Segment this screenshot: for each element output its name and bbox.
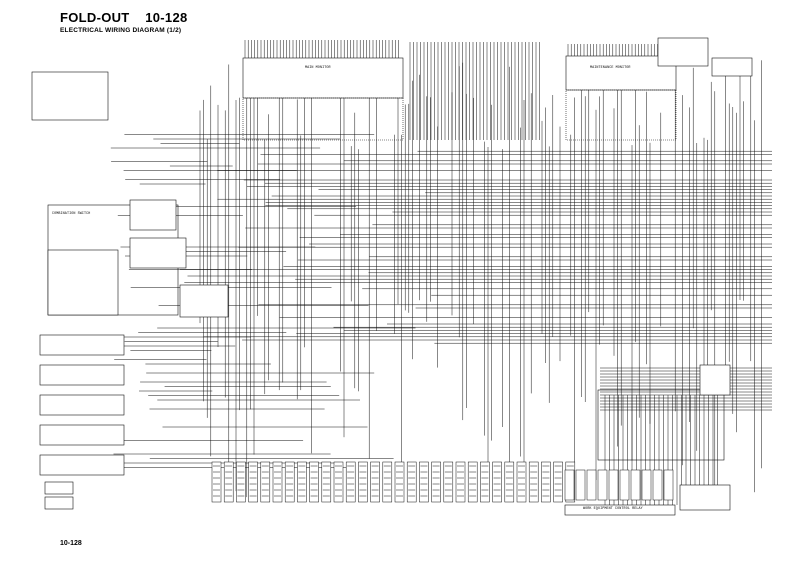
connector-block — [480, 461, 490, 503]
connector-block — [284, 461, 295, 503]
right-bottom-box — [679, 484, 731, 511]
connector-block — [370, 461, 380, 503]
connector-block — [419, 461, 429, 503]
connector-block — [321, 461, 332, 503]
connector-block — [223, 461, 234, 503]
main-monitor-label: MAIN MONITOR — [305, 66, 331, 70]
connector-block — [260, 461, 271, 503]
connector-block — [467, 461, 478, 503]
connector-block — [272, 461, 283, 503]
connector-block — [382, 461, 393, 503]
page-header: FOLD-OUT 10-128 ELECTRICAL WIRING DIAGRA… — [60, 10, 188, 34]
starting-switch-box — [47, 249, 119, 316]
foldout-label: FOLD-OUT — [60, 10, 130, 25]
switch-box-4 — [39, 424, 125, 446]
connector-block — [443, 461, 454, 503]
maintenance-monitor-label: MAINTENANCE MONITOR — [590, 66, 631, 70]
connection-table-box — [31, 71, 109, 121]
component-layer — [31, 37, 753, 516]
main-monitor-box — [242, 57, 404, 99]
page-title: FOLD-OUT 10-128 — [60, 10, 188, 25]
connector-block — [309, 461, 319, 503]
relay-block — [641, 469, 652, 501]
connector-block — [516, 461, 527, 503]
relay-block — [652, 469, 663, 501]
lower-right-frame — [597, 389, 725, 461]
connector-block — [236, 461, 246, 503]
connector-block — [455, 461, 466, 503]
connector-block — [431, 461, 441, 503]
relay-box — [179, 284, 229, 318]
connector-block — [297, 461, 307, 503]
relay-block — [597, 469, 608, 501]
horn-2 — [44, 496, 74, 510]
connector-block — [333, 461, 344, 503]
fuse-box-2 — [129, 237, 187, 269]
maintenance-monitor-connectors — [565, 89, 677, 141]
switch-box-1 — [39, 334, 125, 356]
relay-block — [608, 469, 619, 501]
connector-block — [358, 461, 368, 503]
combination-switch-label: COMBINATION SWITCH — [52, 212, 91, 216]
bottom-connector-row — [211, 461, 674, 503]
relay-block — [619, 469, 630, 501]
connector-block — [553, 461, 563, 503]
relay-block — [630, 469, 641, 501]
work-equipment-relay-label: WORK EQUIPMENT CONTROL RELAY — [583, 507, 643, 511]
page-code: 10-128 — [145, 10, 188, 25]
wire-layer — [110, 40, 772, 505]
switch-box-5 — [39, 454, 125, 476]
diagram-subtitle: ELECTRICAL WIRING DIAGRAM (1/2) — [60, 27, 182, 34]
relay-block — [564, 469, 575, 501]
fuse-box-1 — [129, 199, 177, 231]
connector-block — [394, 461, 405, 503]
buzzer-box — [711, 57, 753, 77]
page-footer-code: 10-128 — [60, 540, 82, 547]
right-relay-stack — [699, 364, 731, 396]
connector-block — [541, 461, 551, 503]
horn-1 — [44, 481, 74, 495]
connector-block — [492, 461, 502, 503]
connector-block — [406, 461, 417, 503]
work-equipment-relay-bar — [564, 504, 676, 516]
maintenance-monitor-box — [565, 55, 677, 91]
main-monitor-connectors — [242, 97, 404, 141]
switch-box-3 — [39, 394, 125, 416]
connector-block — [528, 461, 539, 503]
connector-block — [345, 461, 356, 503]
connector-block — [504, 461, 515, 503]
top-right-controller — [657, 37, 709, 67]
switch-box-2 — [39, 364, 125, 386]
connector-block — [248, 461, 258, 503]
relay-block — [663, 469, 674, 501]
relay-block — [586, 469, 597, 501]
relay-block — [575, 469, 586, 501]
connector-block — [211, 461, 222, 503]
